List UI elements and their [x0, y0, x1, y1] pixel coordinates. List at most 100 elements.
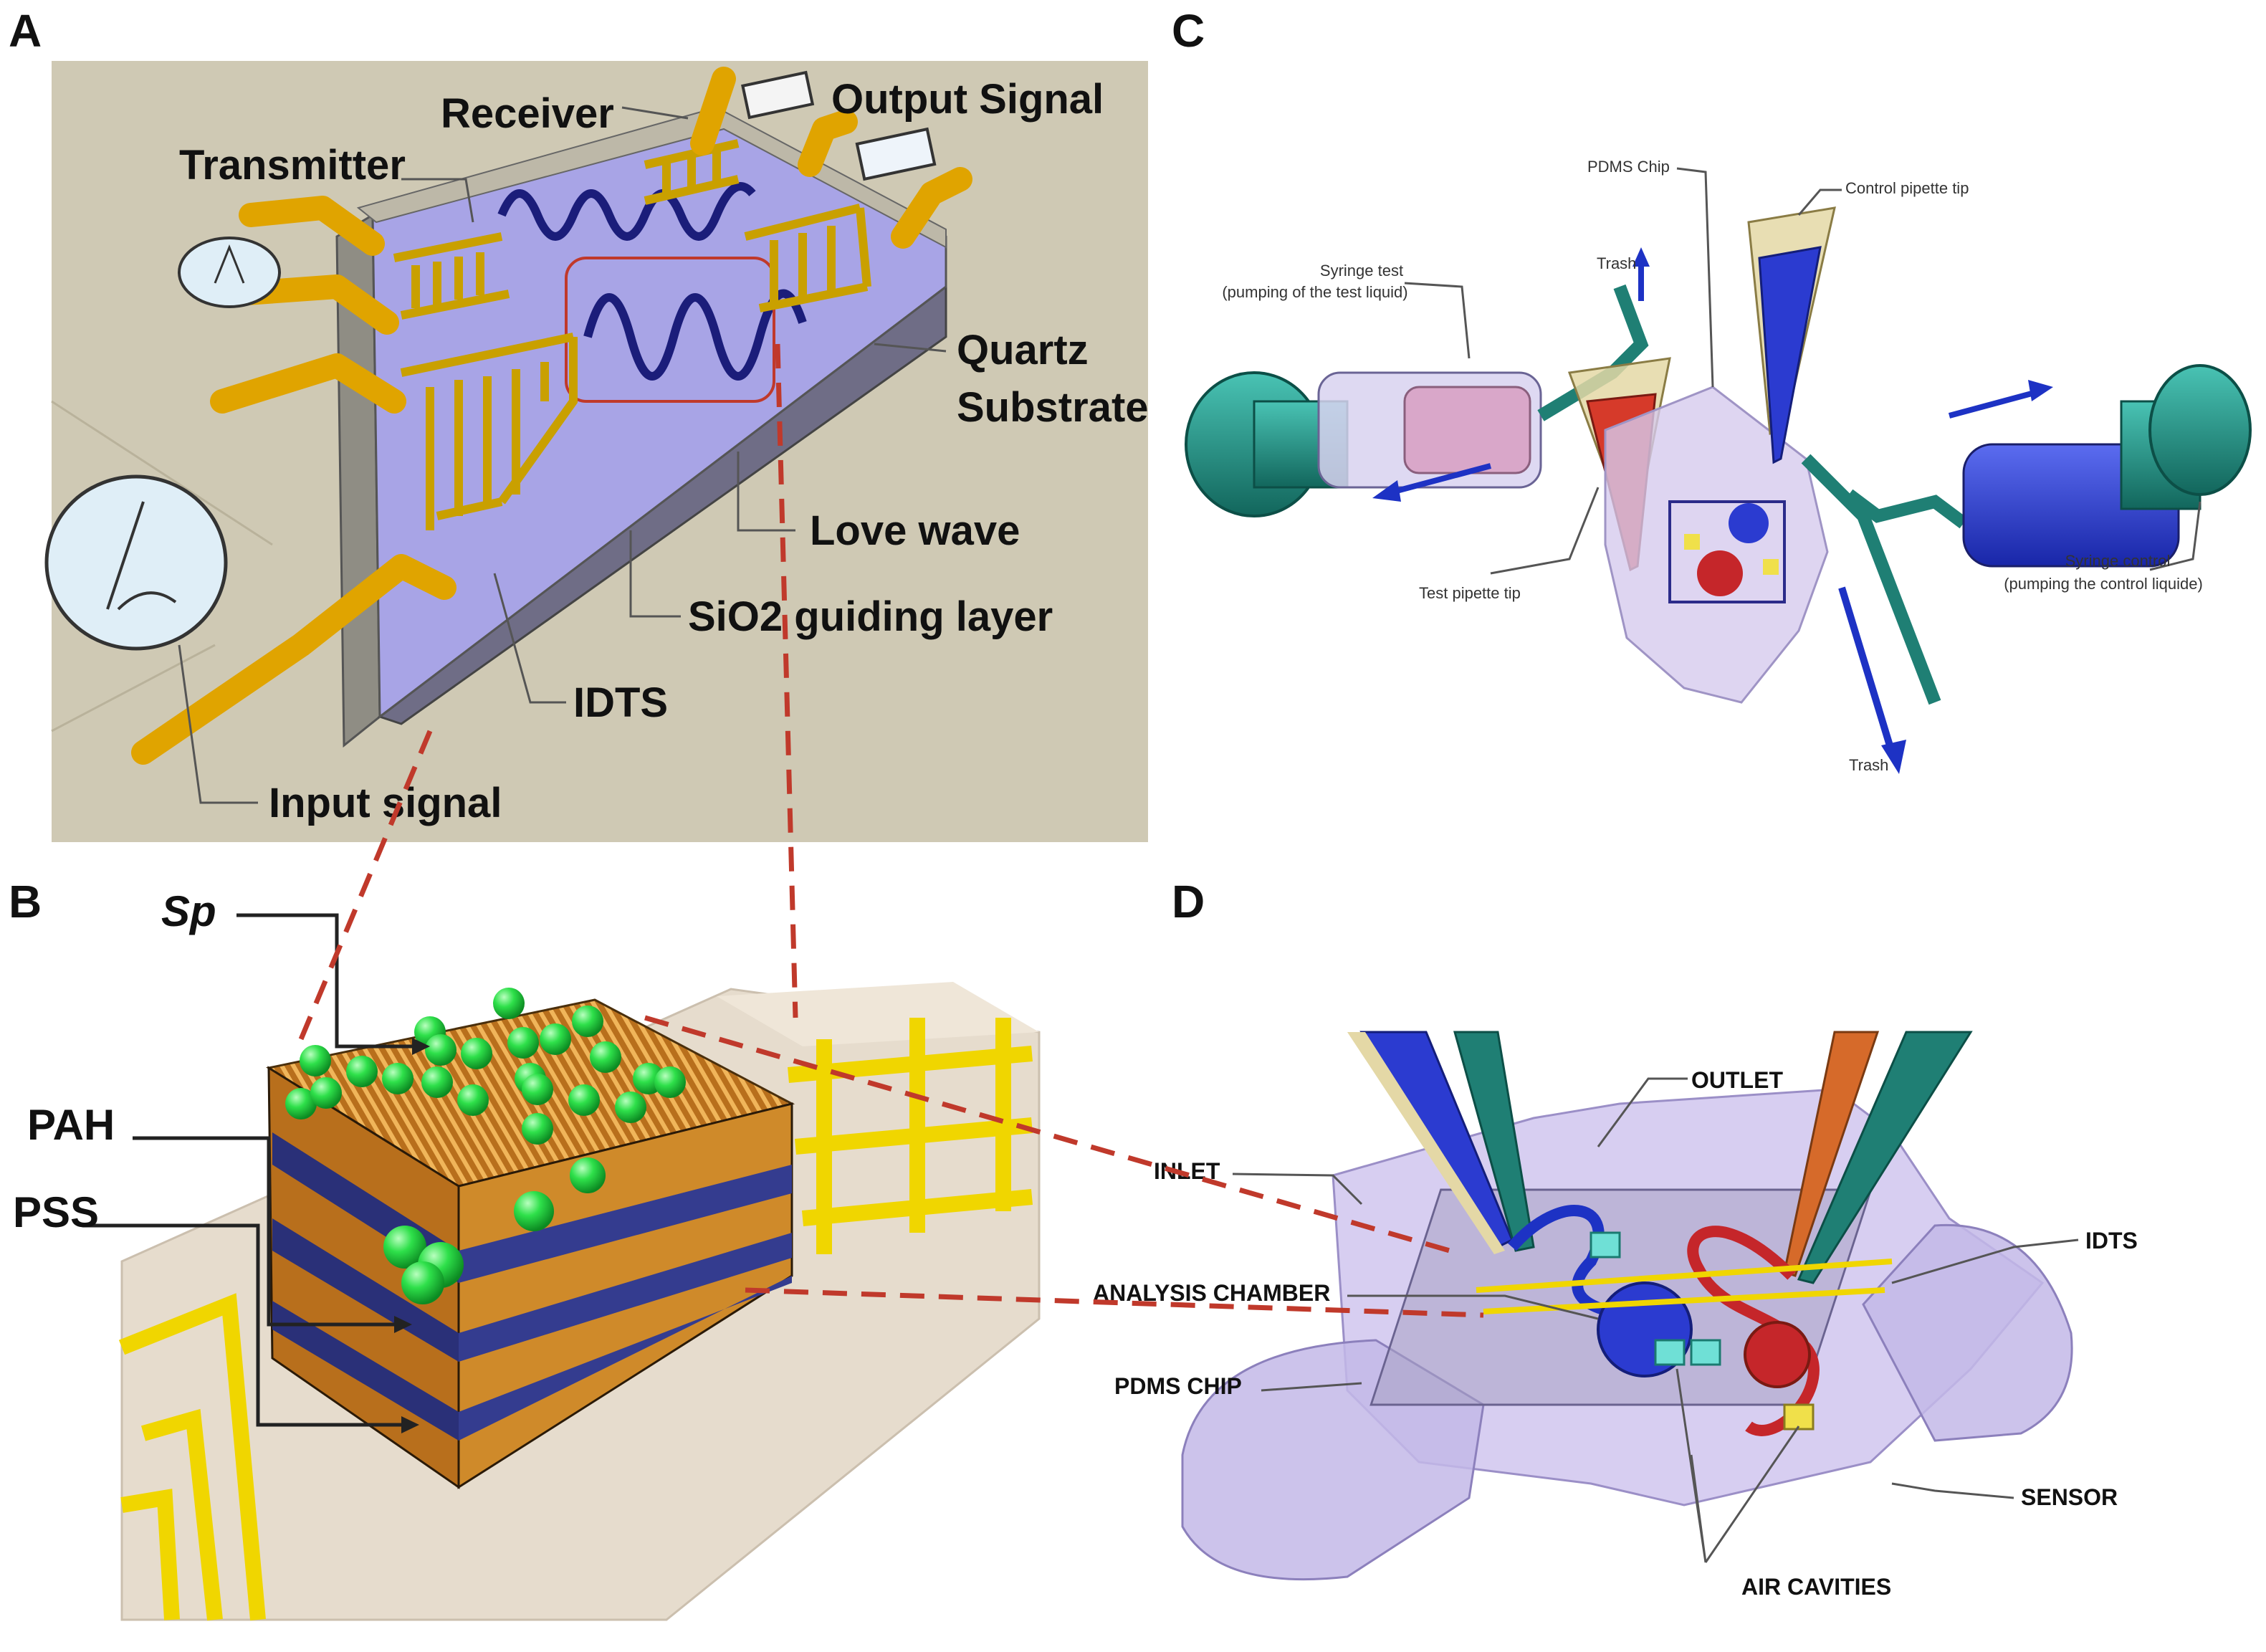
output-display	[855, 127, 937, 181]
receiver-leader	[621, 106, 689, 120]
test-pipette-tip-label: Test pipette tip	[1419, 584, 1521, 602]
panel-b-idt-right	[788, 1018, 1033, 1254]
connection-lines	[298, 343, 1484, 1318]
sphere	[493, 988, 525, 1019]
output-wire-2	[891, 167, 972, 249]
analysis-chamber-red	[1744, 1321, 1811, 1388]
syringe-control-arrowhead	[2028, 380, 2053, 401]
love-wave-upper	[497, 182, 756, 241]
sphere	[346, 1056, 378, 1087]
panel-b-idt-left	[118, 1293, 266, 1621]
sphere	[522, 1113, 553, 1145]
pss-layer-band-side-3	[272, 1301, 459, 1441]
air-cavity-pad	[1589, 1231, 1621, 1259]
sphere	[615, 1092, 646, 1123]
sphere	[425, 1034, 456, 1066]
pss-arrowhead	[401, 1416, 419, 1433]
idts-leader	[493, 573, 566, 704]
sphere	[285, 1088, 317, 1119]
pdms-chip-pad	[1684, 534, 1700, 550]
sphere	[568, 1084, 600, 1116]
syringe-test-liquid	[1403, 386, 1531, 474]
transmitter-oscilloscope	[178, 237, 281, 308]
pss-layer-band-side-2	[272, 1218, 459, 1362]
quartz-label-line2: Substrate	[957, 384, 1149, 431]
pdms-chip-label: PDMS Chip	[1587, 158, 1670, 176]
pdms-chip-pad	[1763, 559, 1779, 575]
panel-d: OUTLET INLET IDTS ANALYSIS CHAMBER PDMS …	[1093, 1031, 2138, 1600]
air-cavity-pad	[1654, 1339, 1686, 1366]
sp-label: Sp	[161, 887, 216, 935]
syringe-control-arrow	[1948, 388, 2044, 419]
output-signal-label: Output Signal	[831, 76, 1104, 123]
output-wire	[798, 110, 858, 177]
sphere	[590, 1041, 621, 1073]
syringe-control-label-line1: Syringe control	[2065, 552, 2171, 570]
input-oscilloscope-needle	[106, 501, 177, 611]
receiver-idt	[644, 139, 740, 205]
inlet-pipette-gold	[1347, 1032, 1505, 1254]
panel-a-ground-lines	[51, 400, 273, 732]
sp-spheres	[285, 988, 686, 1304]
sp-arrow	[236, 913, 423, 1049]
sio2-leader	[629, 530, 681, 618]
pss-label: PSS	[13, 1188, 99, 1236]
sp-arrowhead	[412, 1038, 430, 1055]
pss-arrow	[82, 1223, 408, 1427]
outlet-pipette-red	[1783, 1031, 1880, 1277]
sphere	[383, 1226, 426, 1269]
input-oscilloscope	[44, 474, 228, 651]
transmitter-leader	[401, 178, 474, 223]
love-wave-label: Love wave	[810, 507, 1020, 554]
transmitter-wire	[239, 196, 385, 256]
pdms-chip-lobe-right	[1862, 1223, 2073, 1442]
sphere	[310, 1077, 342, 1109]
pdms-chip-chamber-red	[1697, 550, 1743, 596]
sphere	[540, 1023, 571, 1055]
pss-layer-band-1	[459, 1165, 792, 1283]
test-pipette-leader	[1490, 487, 1600, 575]
control-pipette-tip-liquid	[1758, 246, 1822, 464]
air-cavity-pad	[1783, 1403, 1815, 1431]
pss-layer-band-3	[459, 1276, 792, 1441]
outlet-tube-teal	[1797, 1031, 1973, 1284]
sphere	[300, 1045, 331, 1076]
panel-b: Sp PAH PSS	[13, 887, 1046, 1623]
syringe-control-plunger-cap	[2148, 364, 2252, 496]
syringe-control-leader	[2149, 501, 2202, 571]
pdms-chip-body	[1604, 386, 1829, 704]
sphere	[507, 1027, 539, 1059]
trash-top-label: Trash	[1597, 254, 1636, 272]
trash-bottom-arrowhead	[1881, 740, 1906, 774]
transmitter-label: Transmitter	[179, 142, 406, 188]
pdms-chip-chamber-blue	[1729, 503, 1769, 543]
sphere	[572, 1006, 603, 1037]
sphere	[522, 1074, 553, 1105]
receiver-label: Receiver	[441, 90, 614, 137]
love-wave-highlight-box	[565, 257, 775, 403]
sphere	[382, 1063, 413, 1094]
sphere	[457, 1084, 489, 1116]
quartz-label-line1: Quartz	[957, 327, 1089, 373]
idts-label-d: IDTS	[2085, 1228, 2138, 1254]
panel-c: PDMS Chip Control pipette tip Trash Syri…	[1185, 158, 2252, 774]
idt-wire	[210, 353, 406, 414]
outlet-label: OUTLET	[1691, 1067, 1783, 1093]
sphere	[461, 1038, 492, 1069]
trash-top-arrowhead	[1632, 247, 1650, 267]
analysis-chamber-leader	[1347, 1294, 1599, 1320]
love-wave-lower	[583, 289, 807, 381]
pah-arrow	[133, 1136, 401, 1327]
pdms-chip-label-d: PDMS CHIP	[1114, 1373, 1242, 1399]
air-cavities-leader	[1675, 1368, 1800, 1563]
connector-a-to-b-right	[775, 343, 798, 1018]
input-wire	[131, 554, 456, 765]
receiver-wire	[690, 67, 736, 156]
panel-a: Receiver Output Signal Transmitter Quart…	[44, 61, 1149, 842]
idt-lower-left	[400, 333, 578, 530]
sphere	[401, 1261, 444, 1304]
sphere	[421, 1066, 453, 1098]
output-idt	[744, 204, 871, 312]
connector-b-to-d-lower	[745, 1287, 1484, 1318]
pah-arrowhead	[394, 1316, 412, 1333]
